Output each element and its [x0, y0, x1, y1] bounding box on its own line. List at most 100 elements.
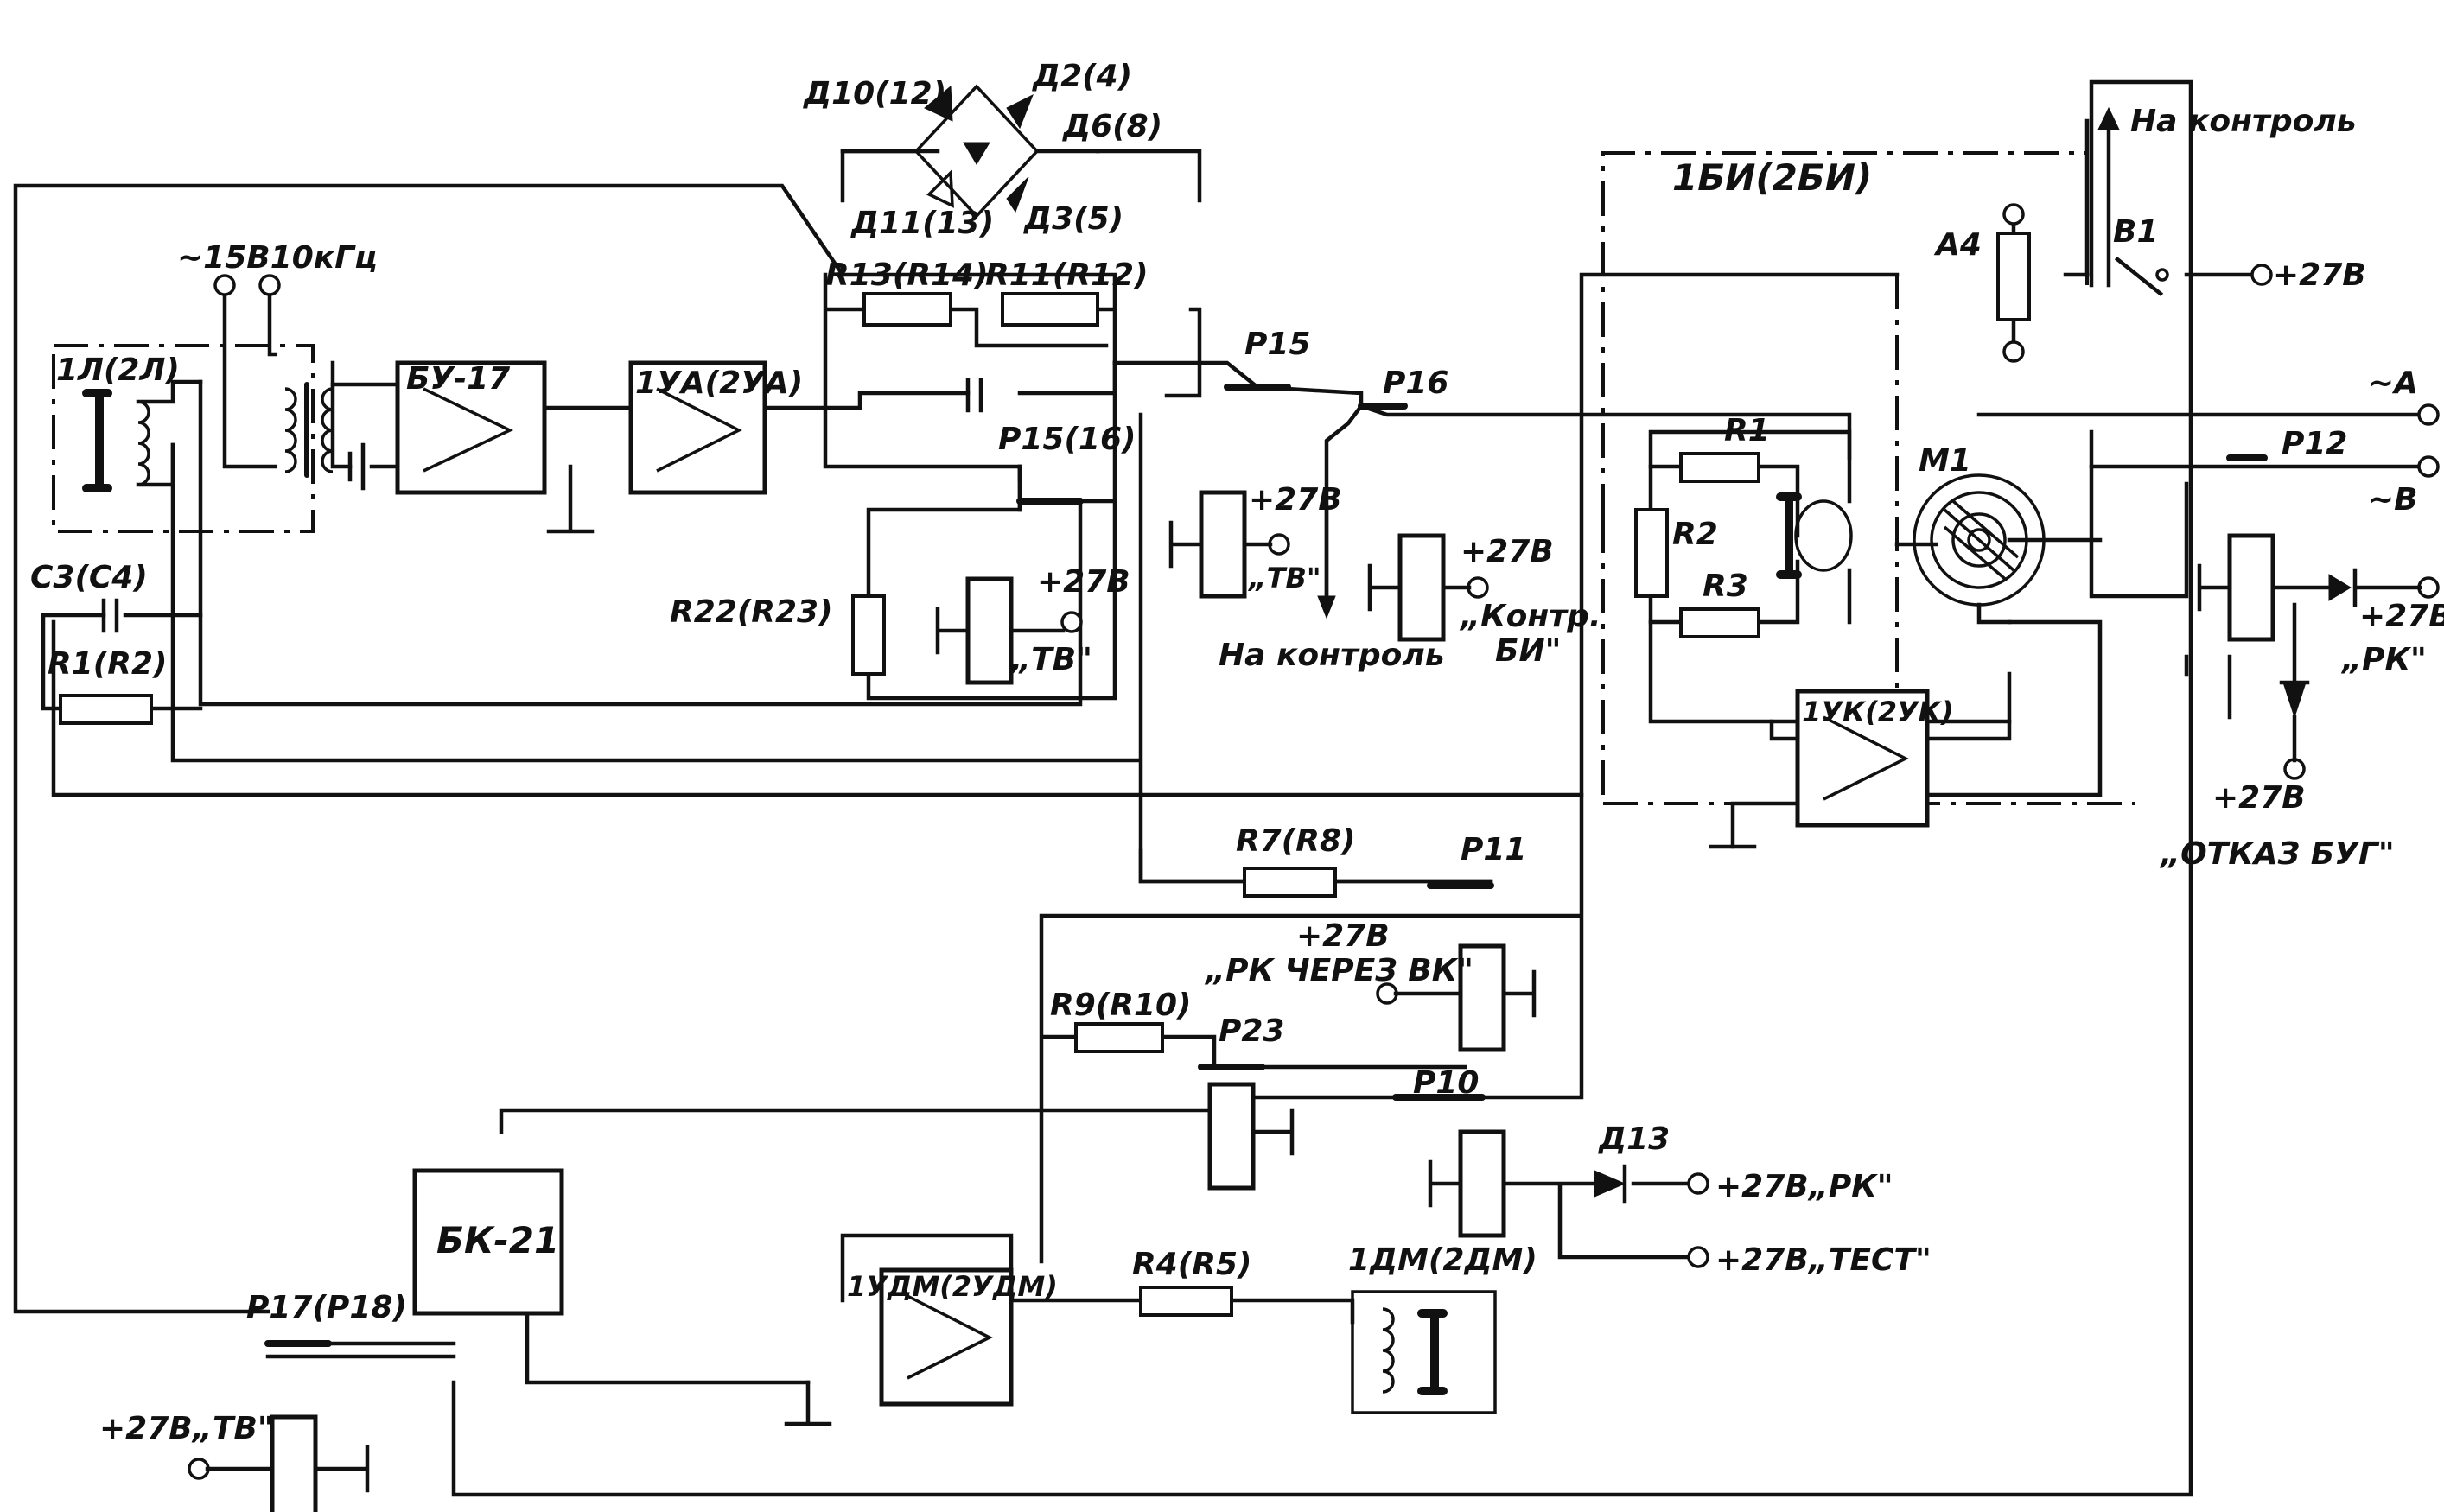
- label-r2: R2: [1672, 517, 1718, 552]
- label-r9: R9(R10): [1050, 988, 1192, 1023]
- terminal: [2417, 576, 2440, 599]
- label-rkvk: „РК ЧЕРЕЗ ВК": [1204, 953, 1473, 988]
- label-plus27-tv2: +27В: [1249, 482, 1342, 518]
- label-bu17: БУ-17: [406, 361, 510, 397]
- resistor-r7: [1243, 867, 1337, 898]
- resistor-r9: [1074, 1022, 1164, 1053]
- label-plus27-otkaz: +27В: [2212, 780, 2306, 816]
- label-supply: ~15В10кГц: [177, 240, 378, 276]
- transformer-secondary: [321, 387, 334, 473]
- label-a4: А4: [1933, 227, 1982, 263]
- terminal: [1467, 576, 1489, 599]
- wire-p12: [2089, 429, 2189, 677]
- resistor-r13: [862, 292, 952, 327]
- ground-ua: [546, 464, 595, 534]
- label-dm: 1ДМ(2ДМ): [1348, 1242, 1537, 1278]
- label-plus27-tv3: +27В„ТВ": [99, 1411, 274, 1446]
- wire-c3-r1: [41, 613, 203, 711]
- label-plus27-test: +27В„ТЕСТ": [1715, 1242, 1932, 1278]
- label-p12: Р12: [2282, 426, 2347, 461]
- terminal: [213, 274, 236, 296]
- label-r3: R3: [1703, 569, 1748, 604]
- label-plus27-kontr: +27В: [1461, 534, 1554, 569]
- label-bi-block: 1БИ(2БИ): [1672, 156, 1872, 199]
- label-p17: Р17(Р18): [246, 1290, 407, 1325]
- label-na-kontrol-top: На контроль: [2130, 104, 2357, 139]
- label-p16: Р16: [1383, 365, 1448, 401]
- label-p11: Р11: [1461, 832, 1526, 867]
- label-r4: R4(R5): [1132, 1247, 1251, 1282]
- resistor-a4: [1996, 232, 2031, 321]
- label-d11: Д11(13): [850, 206, 994, 241]
- label-na-kontrol-mid: На контроль: [1219, 638, 1445, 673]
- relay-coil-rkvk: [1458, 943, 1506, 1052]
- label-uk: 1УК(2УК): [1802, 696, 1953, 728]
- wire-bk21: [451, 79, 2193, 1497]
- coil-dm: [1382, 1307, 1395, 1394]
- label-udm: 1УДМ(2УДМ): [847, 1270, 1058, 1303]
- wire-b1: [2084, 118, 2258, 277]
- bu17-block: [395, 360, 547, 495]
- label-p23: Р23: [1219, 1013, 1284, 1049]
- wire-r2-r3: [1648, 559, 1800, 625]
- relay-coil-rk: [2227, 533, 2275, 642]
- diode-d6: [963, 142, 990, 165]
- capacitor-c3: [101, 598, 119, 633]
- terminal: [1687, 1172, 1709, 1195]
- label-bk21: БК-21: [436, 1219, 559, 1261]
- wire-outer-left: [13, 183, 846, 1314]
- label-kontr: „Контр.: [1459, 599, 1601, 634]
- diode-d11: [926, 168, 954, 208]
- relay-coil-tv3: [270, 1414, 318, 1512]
- uk-block: [1795, 689, 1930, 828]
- label-phase-a: ~А: [2368, 365, 2418, 401]
- label-tv1: „ТВ": [1009, 642, 1092, 677]
- resistor-r22: [851, 594, 886, 676]
- label-plus27-tv1: +27В: [1037, 564, 1130, 600]
- motor-brushes: [1776, 492, 1802, 579]
- terminal: [2250, 264, 2273, 286]
- label-r7: R7(R8): [1236, 823, 1355, 859]
- wire-udm-fb: [840, 1233, 1014, 1303]
- battery-symbol: [347, 442, 366, 491]
- label-1l: 1Л(2Л): [56, 353, 180, 388]
- bk21-block: [412, 1168, 564, 1316]
- label-plus27-rkvk: +27В: [1296, 918, 1390, 954]
- label-p10: Р10: [1413, 1065, 1479, 1101]
- terminal: [1687, 1246, 1709, 1268]
- label-d10: Д10(12): [803, 76, 946, 111]
- label-r1r2: R1(R2): [48, 646, 167, 682]
- resistor-r11: [1001, 292, 1099, 327]
- label-r1: R1: [1724, 413, 1770, 448]
- relay-coil-tv2: [1199, 490, 1247, 599]
- resistor-r3: [1679, 607, 1760, 638]
- label-otkaz: „ОТКАЗ БУГ": [2159, 836, 2395, 872]
- terminal: [2417, 403, 2440, 426]
- label-plus27-rk2: +27В„РК": [1715, 1169, 1893, 1204]
- label-ua: 1УА(2УА): [635, 365, 803, 401]
- diode-d2: [1006, 93, 1034, 130]
- label-p15-16: Р15(16): [998, 422, 1136, 457]
- label-plus27-b1: +27В: [2273, 257, 2366, 293]
- label-plus27-rk: +27В: [2359, 599, 2444, 634]
- dm-outline: [1351, 1290, 1497, 1414]
- label-d2: Д2(4): [1032, 59, 1132, 94]
- label-c3: С3(С4): [30, 560, 148, 595]
- terminal: [2417, 455, 2440, 478]
- wire-r1-box: [1648, 464, 1800, 538]
- label-d6: Д6(8): [1062, 109, 1162, 144]
- diode-d13: [1594, 1170, 1626, 1198]
- ua-block: [628, 360, 767, 495]
- block-1l-outline: [52, 344, 315, 533]
- label-tv2: „ТВ": [1247, 562, 1321, 594]
- resistor-r4: [1139, 1286, 1233, 1317]
- wire-p15-p16: [1017, 360, 1852, 607]
- wire-d13-test: [1501, 1181, 1692, 1260]
- relay-coil-test: [1458, 1129, 1506, 1238]
- label-phase-b: ~В: [2368, 482, 2418, 518]
- label-d3: Д3(5): [1023, 201, 1123, 237]
- terminal: [1060, 611, 1083, 633]
- label-m1: М1: [1919, 443, 1971, 479]
- motor-r-armature: [1794, 499, 1853, 572]
- wire-r7-p11: [1138, 848, 1493, 884]
